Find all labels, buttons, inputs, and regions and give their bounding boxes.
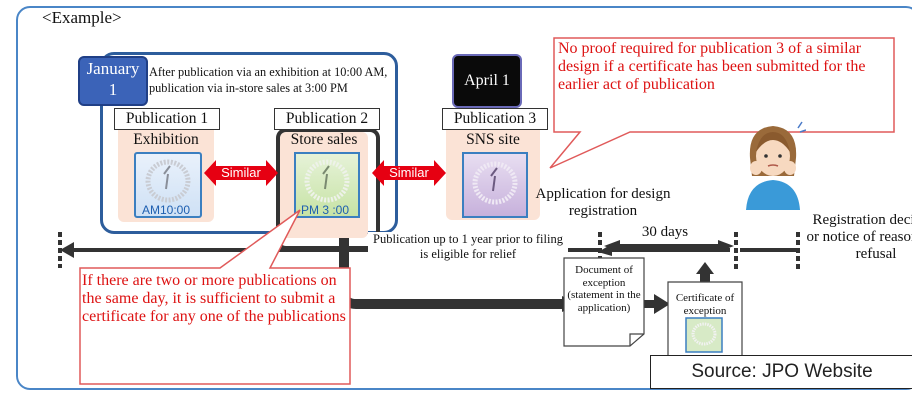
publication-1-time: AM10:00 xyxy=(141,203,191,217)
publication-2-image xyxy=(294,152,360,218)
date-january: January 1 xyxy=(78,56,148,106)
date-january-month: January xyxy=(86,59,140,78)
date-january-day: 1 xyxy=(108,80,118,99)
days-label: 30 days xyxy=(641,224,689,240)
certificate-text: Certificate of exception xyxy=(675,292,735,317)
outer-frame xyxy=(16,6,912,390)
application-label: Application for design registration xyxy=(535,186,671,219)
publication-3-image xyxy=(462,152,528,218)
example-label: <Example> xyxy=(42,8,122,27)
source-label: Source: JPO Website xyxy=(650,355,912,389)
publication-3-channel: SNS site xyxy=(466,131,520,148)
necklace-icon xyxy=(472,161,518,205)
publication-1-channel: Exhibition xyxy=(133,131,199,148)
publication-2-heading: Publication 2 xyxy=(274,108,380,130)
similar-label-left: Similar xyxy=(221,165,261,180)
publication-1-heading: Publication 1 xyxy=(114,108,220,130)
necklace-icon xyxy=(304,159,350,203)
certificate-icon xyxy=(667,281,743,373)
date-april: April 1 xyxy=(452,54,522,108)
necklace-icon xyxy=(145,159,191,203)
publication-1-image xyxy=(134,152,202,218)
registration-label: Registration decision or notice of reaso… xyxy=(806,212,912,262)
relief-label: Publication up to 1 year prior to filing… xyxy=(368,232,568,262)
publication-3-heading: Publication 3 xyxy=(442,108,548,130)
publication-2-channel: Store sales xyxy=(290,131,358,148)
similar-arrow-right xyxy=(372,160,446,186)
callout-bottom-shape xyxy=(79,209,351,385)
person-thinking-icon xyxy=(746,121,806,210)
publication-2-time: PM 3 :00 xyxy=(300,203,350,217)
callout-top-text: No proof required for publication 3 of a… xyxy=(558,40,866,93)
exhibition-note: After publication via an exhibition at 1… xyxy=(149,65,388,95)
callout-top-shape xyxy=(549,37,895,169)
document-icon xyxy=(563,257,645,347)
callout-bottom-text: If there are two or more publications on… xyxy=(82,272,346,325)
similar-arrow-left xyxy=(204,160,278,186)
document-exception-text: Document of exception (statement in the … xyxy=(567,264,641,314)
similar-label-right: Similar xyxy=(389,165,429,180)
